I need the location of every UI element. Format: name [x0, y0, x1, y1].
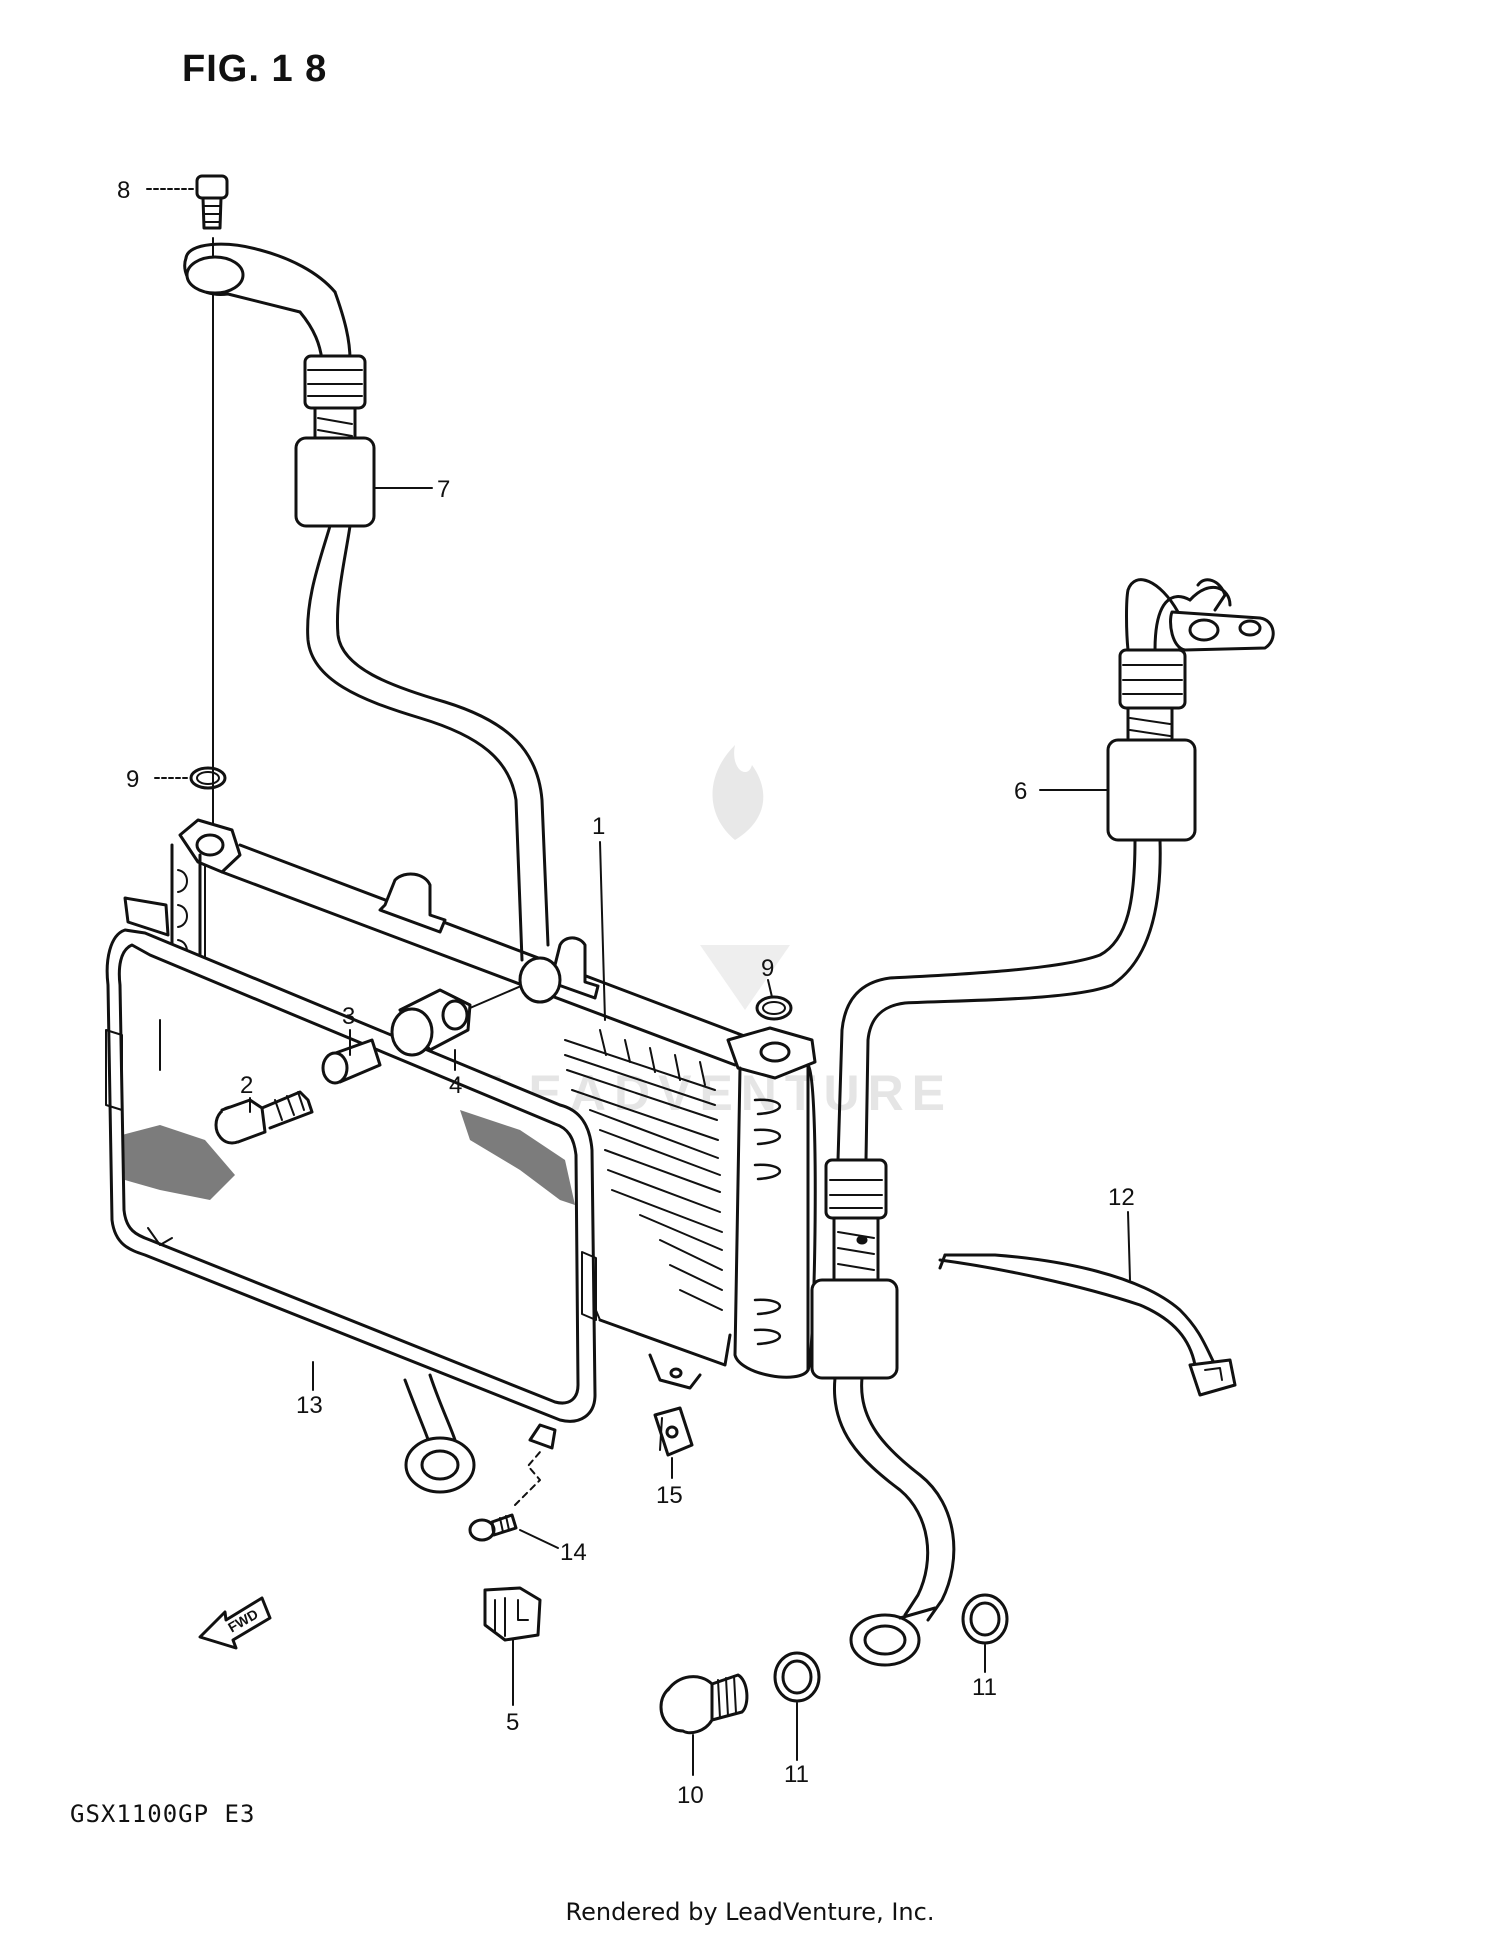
callout-14: 14	[560, 1539, 587, 1566]
callout-10: 10	[677, 1782, 704, 1809]
callout-8: 8	[117, 177, 130, 204]
part-6-oil-hose	[810, 578, 1275, 1667]
callout-11-right: 11	[972, 1674, 997, 1701]
callout-9-left: 9	[126, 766, 139, 793]
watermark: LEADVENTURE	[490, 745, 945, 1121]
callout-2: 2	[240, 1072, 253, 1099]
part-4-grommet	[390, 956, 562, 1057]
part-11-washer-left	[773, 1651, 821, 1703]
part-2-bolt	[214, 1090, 314, 1145]
figure-title: FIG. 1 8	[182, 48, 328, 90]
callout-4: 4	[449, 1072, 462, 1099]
part-14-screw	[468, 1451, 541, 1542]
part-12-clamp-strap	[938, 1253, 1237, 1397]
callout-3: 3	[342, 1003, 355, 1030]
callout-11-left: 11	[784, 1761, 809, 1788]
part-3-spacer	[321, 1038, 382, 1085]
callout-6: 6	[1014, 778, 1027, 805]
part-13-screen-guard	[105, 896, 597, 1450]
callout-7: 7	[437, 476, 450, 503]
part-15-clip-nut	[653, 1406, 694, 1457]
part-11-washer-right	[961, 1593, 1009, 1645]
part-7-oil-hose	[183, 242, 550, 962]
callout-5: 5	[506, 1709, 519, 1736]
callout-9-right: 9	[761, 955, 774, 982]
callout-1: 1	[592, 813, 605, 840]
fwd-arrow-icon	[198, 1596, 272, 1650]
part-9-o-ring-right	[755, 995, 793, 1021]
part-9-o-ring-left	[189, 766, 227, 790]
leader-lines	[146, 188, 1131, 1776]
part-10-banjo-bolt	[659, 1673, 749, 1735]
callout-15: 15	[656, 1482, 683, 1509]
callout-12: 12	[1108, 1184, 1135, 1211]
model-code: GSX1100GP E3	[70, 1800, 256, 1828]
callout-13: 13	[296, 1392, 323, 1419]
part-5-clip	[483, 1586, 542, 1642]
render-credit: Rendered by LeadVenture, Inc.	[565, 1898, 935, 1926]
part-8-bolt	[195, 174, 229, 230]
